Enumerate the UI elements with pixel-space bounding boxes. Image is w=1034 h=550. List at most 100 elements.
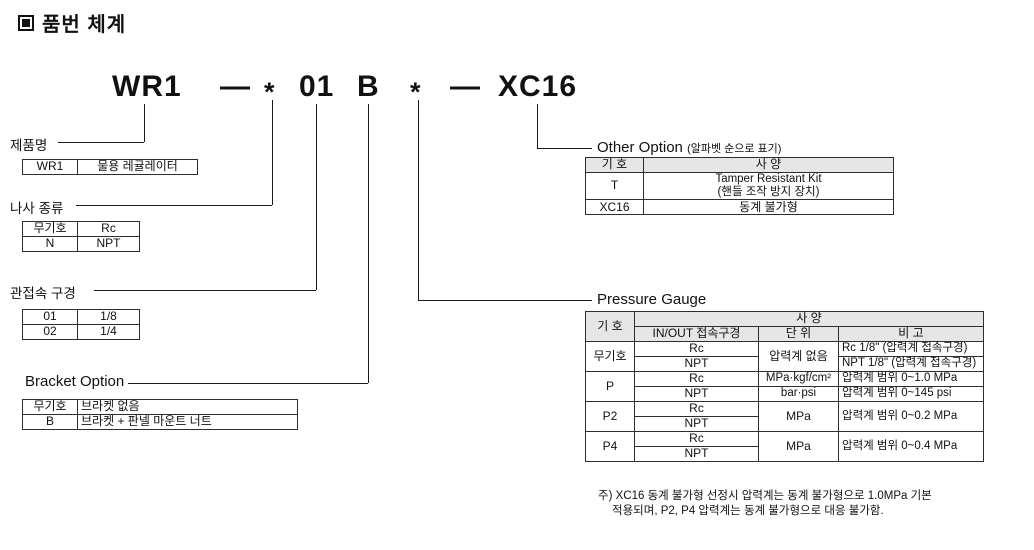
cell-port: NPT: [634, 416, 759, 432]
cell-note: 압력계 범위 0~0.2 MPa: [838, 401, 984, 432]
label-port-size: 관접속 구경: [10, 286, 76, 301]
table-header-row: IN/OUT 접속구경 단 위 비 고: [586, 326, 984, 342]
cell-desc: 1/8: [77, 309, 140, 325]
cell-code: WR1: [22, 159, 78, 175]
cell-code: 무기호: [22, 221, 78, 237]
cell-unit: 압력계 없음: [758, 341, 839, 372]
cell-unit: MPa·kgf/cm²: [758, 371, 839, 387]
connector-line: [272, 100, 273, 205]
cell-code: P2: [585, 401, 635, 432]
header-cell-code: 기 호: [585, 157, 644, 173]
table-row: 01 1/8: [22, 309, 140, 325]
cell-desc: 1/4: [77, 324, 140, 340]
cell-note: 압력계 범위 0~1.0 MPa: [838, 371, 984, 387]
table-row: 무기호 Rc 압력계 없음 Rc 1/8" (압력계 접속구경): [585, 341, 984, 372]
cell-note: Rc 1/8" (압력계 접속구경): [838, 341, 984, 357]
cell-desc-line: (핸들 조작 방지 장치): [717, 186, 820, 199]
header-cell-spec: 사 양: [643, 157, 894, 173]
cell-desc: Tamper Resistant Kit (핸들 조작 방지 장치): [643, 171, 894, 201]
connector-line: [537, 148, 592, 149]
model-code-product: WR1: [112, 70, 182, 103]
label-product-name: 제품명: [10, 138, 48, 153]
cell-port: Rc: [634, 371, 759, 387]
table-row: 무기호 Rc: [22, 221, 140, 237]
cell-desc: 브라켓 없음: [77, 399, 298, 415]
connector-line: [537, 104, 538, 148]
cell-port: Rc: [634, 401, 759, 417]
cell-desc: 동계 불가형: [643, 199, 894, 216]
table-row: P Rc MPa·kgf/cm² 압력계 범위 0~1.0 MPa: [585, 371, 984, 402]
cell-note: 압력계 범위 0~0.4 MPa: [838, 431, 984, 462]
header-cell-spec: 사 양: [634, 311, 984, 327]
footnote-line: 적용되며, P2, P4 압력계는 동계 불가형으로 대응 불가함.: [612, 505, 884, 517]
table-row: 02 1/4: [22, 324, 140, 340]
header-cell-port: IN/OUT 접속구경: [634, 326, 759, 342]
table-row: NPT: [586, 446, 984, 462]
header-cell-unit: 단 위: [758, 326, 839, 342]
product-name-table: WR1 물용 레귤레이터: [22, 159, 198, 175]
cell-code: XC16: [585, 199, 644, 216]
connector-line: [144, 104, 145, 142]
cell-desc: Rc: [77, 221, 140, 237]
label-pressure-gauge: Pressure Gauge: [597, 291, 707, 308]
cell-code: T: [585, 171, 644, 201]
cell-desc: NPT: [77, 236, 140, 252]
table-header-row: 기 호 사 양: [585, 311, 984, 342]
label-bracket-option: Bracket Option: [25, 373, 125, 390]
label-other-option: Other Option (알파벳 순으로 표기): [597, 139, 781, 156]
page-title: 품번 체계: [42, 14, 127, 36]
header-cell-code: 기 호: [585, 311, 635, 342]
cell-code: B: [22, 414, 78, 430]
cell-code: P4: [585, 431, 635, 462]
label-other-option-note: (알파벳 순으로 표기): [687, 143, 782, 155]
cell-desc: 물용 레귤레이터: [77, 159, 198, 175]
cell-note: 압력계 범위 0~145 psi: [838, 386, 984, 402]
cell-code: 무기호: [22, 399, 78, 415]
table-row: T Tamper Resistant Kit (핸들 조작 방지 장치): [585, 171, 894, 201]
connector-line: [94, 290, 316, 291]
table-row: 무기호 브라켓 없음: [22, 399, 298, 415]
cell-desc: 브라켓 + 판넬 마운트 너트: [77, 414, 298, 430]
cell-code: 01: [22, 309, 78, 325]
header-cell-note: 비 고: [838, 326, 984, 342]
cell-port: Rc: [634, 341, 759, 357]
cell-unit: MPa: [758, 401, 839, 432]
connector-line: [316, 104, 317, 290]
cell-unit: bar·psi: [758, 386, 839, 402]
table-row: B 브라켓 + 판넬 마운트 너트: [22, 414, 298, 430]
cell-port: NPT: [634, 356, 759, 372]
section-marker-icon: [18, 14, 34, 31]
cell-unit: MPa: [758, 431, 839, 462]
model-code-port-size: 01: [299, 70, 335, 103]
cell-port: Rc: [634, 431, 759, 447]
model-code-bracket: B: [357, 70, 380, 103]
connector-line: [368, 104, 369, 383]
thread-type-table: 무기호 Rc N NPT: [22, 221, 140, 252]
connector-line: [128, 383, 368, 384]
cell-code: N: [22, 236, 78, 252]
connector-line: [58, 142, 144, 143]
connector-line: [76, 205, 272, 206]
table-row: XC16 동계 불가형: [585, 199, 894, 216]
bracket-option-table: 무기호 브라켓 없음 B 브라켓 + 판넬 마운트 너트: [22, 399, 298, 430]
other-option-table: 기 호 사 양 T Tamper Resistant Kit (핸들 조작 방지…: [585, 157, 894, 216]
footnote-line: 주) XC16 동계 불가형 선정시 압력계는 동계 불가형으로 1.0MPa …: [598, 490, 932, 502]
model-code-other-option: XC16: [498, 70, 578, 103]
table-header-row: 기 호 사 양: [585, 157, 894, 173]
table-row: P2 Rc MPa 압력계 범위 0~0.2 MPa: [585, 401, 984, 432]
model-code-dash: —: [450, 70, 481, 103]
port-size-table: 01 1/8 02 1/4: [22, 309, 140, 340]
cell-desc-line: Tamper Resistant Kit: [715, 173, 822, 185]
connector-line: [418, 100, 419, 300]
cell-port: NPT: [634, 386, 759, 402]
pressure-gauge-table: 기 호 사 양 IN/OUT 접속구경 단 위 비 고 무기호 Rc 압력계 없…: [585, 311, 984, 462]
cell-note: NPT 1/8" (압력계 접속구경): [838, 356, 984, 372]
cell-port: NPT: [634, 446, 759, 462]
cell-code: 무기호: [585, 341, 635, 372]
table-row: N NPT: [22, 236, 140, 252]
model-code-gauge-asterisk: *: [410, 77, 422, 107]
table-row: WR1 물용 레귤레이터: [22, 159, 198, 175]
label-other-option-text: Other Option: [597, 139, 683, 156]
connector-line: [418, 300, 592, 301]
